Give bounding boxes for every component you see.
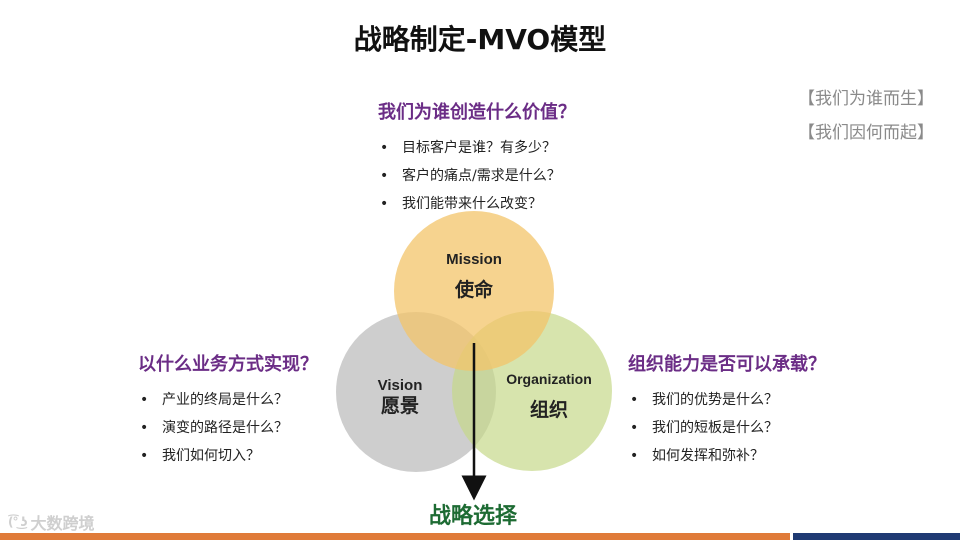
vision-question: 我们如何切入？ [138, 442, 318, 470]
vision-label-zh: 愿景 [381, 395, 419, 417]
organization-label-en: Organization [506, 371, 592, 387]
vision-questions: 以什么业务方式实现？ 产业的终局是什么？ 演变的路径是什么？ 我们如何切入？ [138, 350, 318, 470]
mission-questions: 我们为谁创造什么价值？ 目标客户是谁？有多少？ 客户的痛点/需求是什么？ 我们能… [378, 98, 576, 218]
footer-bar-orange [0, 533, 790, 540]
mission-heading: 我们为谁创造什么价值？ [378, 102, 576, 123]
brand-logo: (͡° ͜ʖ 大数跨境 [8, 510, 95, 534]
organization-question: 我们的短板是什么？ [628, 414, 826, 442]
vision-label-en: Vision [378, 377, 423, 394]
organization-label-zh: 组织 [530, 398, 568, 421]
mission-question: 目标客户是谁？有多少？ [378, 134, 576, 162]
strategy-choice-label: 战略选择 [428, 504, 517, 529]
mission-question: 客户的痛点/需求是什么？ [378, 162, 576, 190]
mission-question: 我们能带来什么改变？ [378, 190, 576, 218]
vision-question: 演变的路径是什么？ [138, 414, 318, 442]
mission-label-zh: 使命 [454, 278, 494, 301]
footer-bar-navy [793, 533, 960, 540]
side-note-who: 【我们为谁而生】 [798, 89, 934, 109]
vision-heading: 以什么业务方式实现？ [138, 354, 318, 375]
organization-question: 如何发挥和弥补？ [628, 442, 826, 470]
organization-heading: 组织能力是否可以承载？ [628, 354, 826, 375]
logo-text: 大数跨境 [30, 514, 95, 533]
logo-icon: (͡° ͜ʖ [8, 515, 28, 529]
organization-question: 我们的优势是什么？ [628, 386, 826, 414]
mission-circle [394, 211, 554, 371]
side-note-why: 【我们因何而起】 [798, 123, 934, 143]
page-title: 战略制定-MVO模型 [353, 23, 607, 56]
mission-label-en: Mission [446, 251, 502, 268]
organization-questions: 组织能力是否可以承载？ 我们的优势是什么？ 我们的短板是什么？ 如何发挥和弥补？ [628, 350, 826, 470]
vision-question: 产业的终局是什么？ [138, 386, 318, 414]
